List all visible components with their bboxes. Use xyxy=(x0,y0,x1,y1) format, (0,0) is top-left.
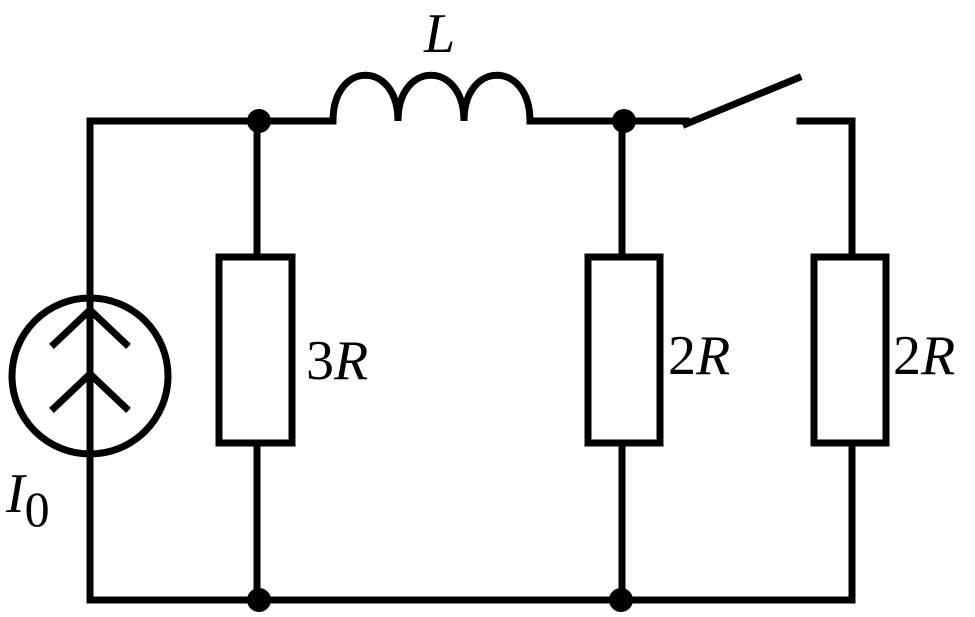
node-bottom-left xyxy=(247,588,271,612)
switch xyxy=(681,73,803,129)
current-source-circle xyxy=(8,294,172,458)
current-source-label-subscript: 0 xyxy=(25,481,50,537)
inductor-label-symbol: L xyxy=(423,3,455,65)
resistor-2r-middle xyxy=(584,117,664,604)
resistor-3r-label-coeff: 3 xyxy=(306,330,334,392)
resistor-2r-right-body xyxy=(810,253,890,447)
resistor-2r-middle-label-symbol: R xyxy=(695,325,730,387)
resistor-3r-body xyxy=(215,253,296,447)
node-top-right xyxy=(612,109,636,133)
resistor-2r-middle-label: 2R xyxy=(668,325,730,387)
current-source-label: I0 xyxy=(5,463,50,537)
wire-bottom xyxy=(86,439,856,604)
resistor-2r-right-label: 2R xyxy=(893,325,955,387)
wire-top-right xyxy=(796,117,856,261)
current-source-label-symbol: I xyxy=(5,463,27,525)
node-bottom-right xyxy=(609,588,633,612)
resistor-3r xyxy=(215,117,296,604)
resistor-3r-label-symbol: R xyxy=(333,330,368,392)
resistor-2r-middle-label-coeff: 2 xyxy=(668,325,696,387)
inductor xyxy=(329,71,534,125)
resistor-3r-label: 3R xyxy=(306,330,368,392)
current-source xyxy=(8,294,172,458)
inductor-coil xyxy=(329,71,534,125)
resistor-2r-right-label-symbol: R xyxy=(920,325,955,387)
resistor-2r-middle-body xyxy=(584,253,664,447)
node-top-left xyxy=(247,109,271,133)
resistor-2r-right xyxy=(810,253,890,447)
switch-blade xyxy=(681,73,803,129)
resistor-2r-right-label-coeff: 2 xyxy=(893,325,921,387)
inductor-label: L xyxy=(423,3,455,65)
